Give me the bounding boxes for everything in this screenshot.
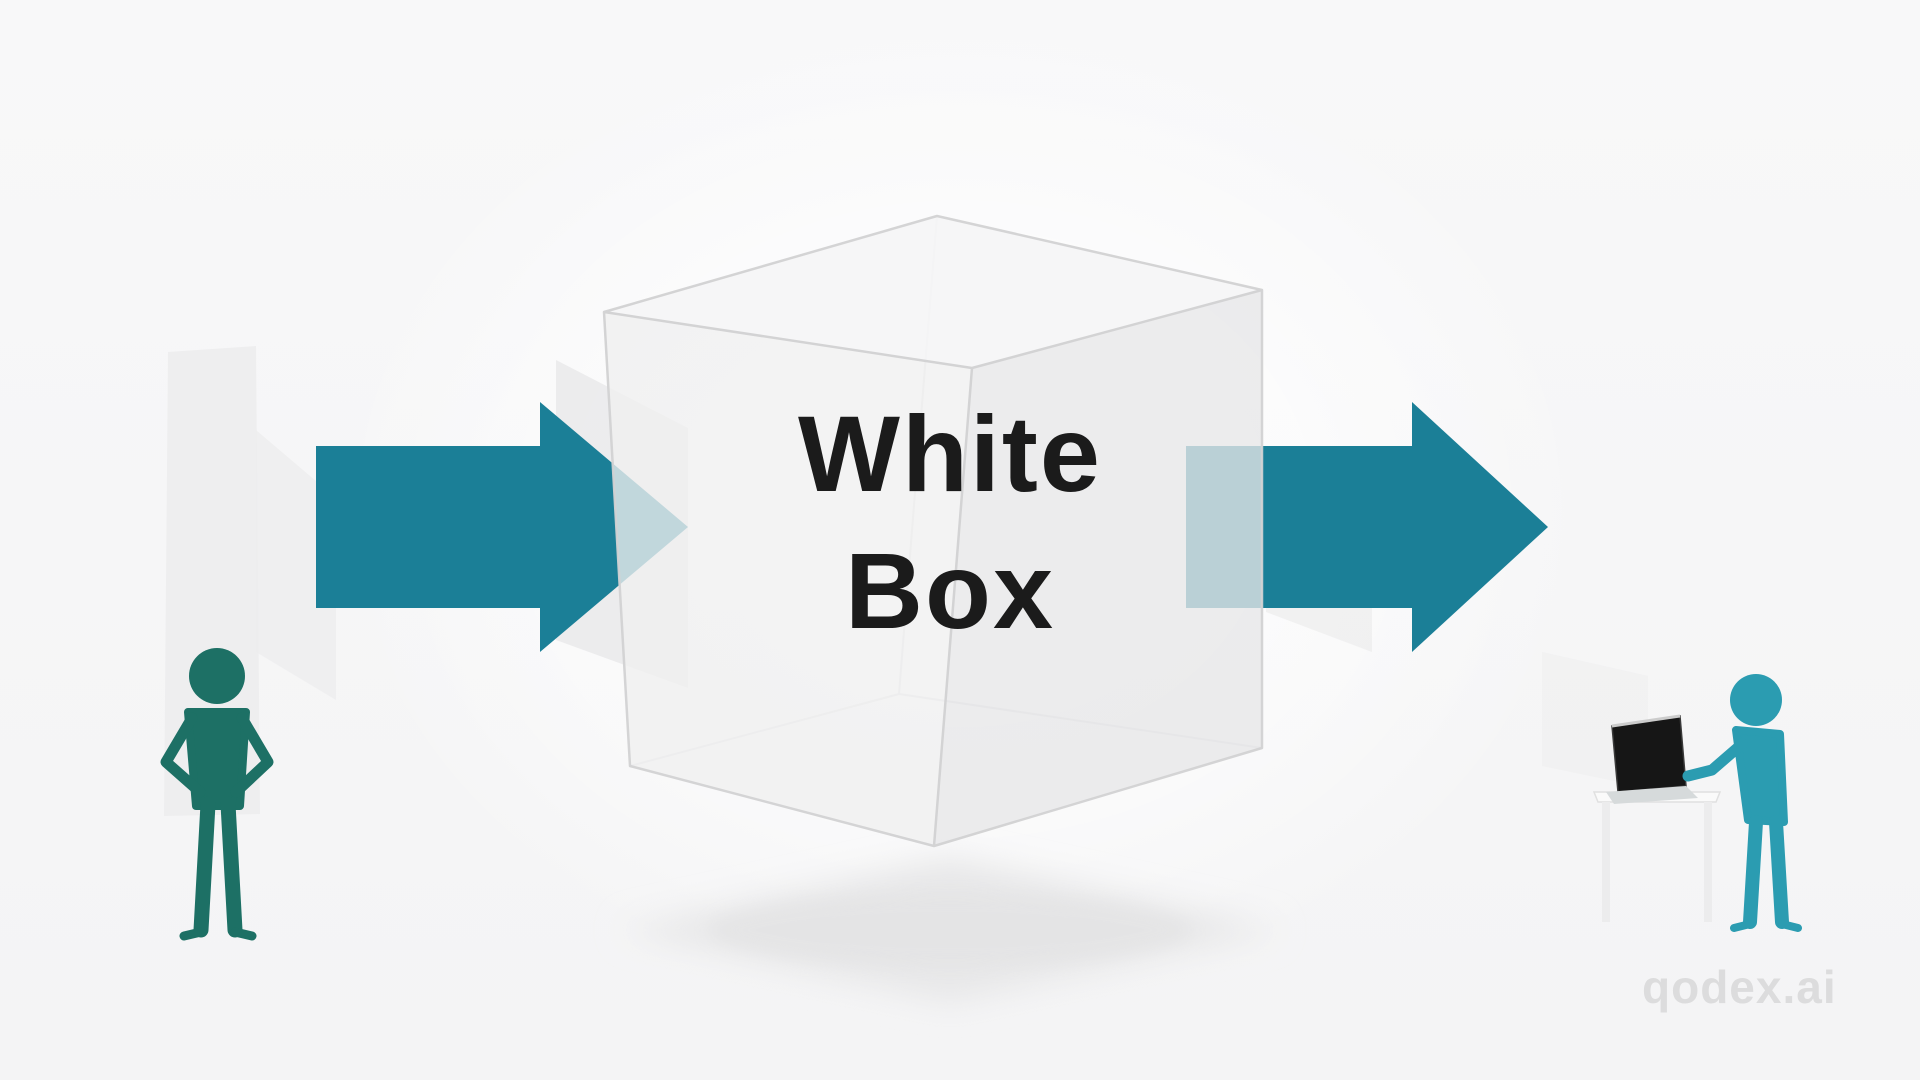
cube-face-right [934, 290, 1262, 846]
laptop-base [1606, 786, 1698, 804]
left-person-head [189, 648, 245, 704]
laptop [1606, 714, 1698, 804]
bg-slab-left-1 [164, 346, 260, 816]
cube-edges [602, 214, 1264, 848]
right-person-arm [1682, 738, 1748, 782]
left-person-arms [160, 712, 274, 798]
cube-face-left [604, 312, 972, 846]
white-box-cube [602, 214, 1264, 848]
left-person-legs [193, 796, 243, 938]
desk [1592, 791, 1722, 922]
box-label-line2: Box [844, 530, 1056, 651]
right-person-torso [1732, 726, 1788, 826]
desk-leg-right [1704, 802, 1712, 922]
cube-face-top [604, 216, 1262, 368]
cube-shadow-core [710, 894, 1190, 966]
right-person-head [1730, 674, 1782, 726]
left-person-torso [184, 708, 250, 810]
input-arrow [316, 402, 688, 652]
laptop-screen [1611, 715, 1687, 793]
right-person [1682, 674, 1802, 932]
left-person-feet [179, 927, 257, 941]
watermark-logo: qodex.ai [1642, 961, 1837, 1013]
desk-leg-left [1602, 802, 1610, 922]
left-person [160, 648, 274, 941]
right-person-feet [1730, 920, 1802, 932]
box-label: White Box [660, 385, 1240, 659]
laptop-screen-edge [1611, 714, 1681, 728]
box-label-line1: White [798, 393, 1102, 514]
output-arrow [1186, 402, 1548, 652]
right-person-legs [1743, 815, 1789, 929]
